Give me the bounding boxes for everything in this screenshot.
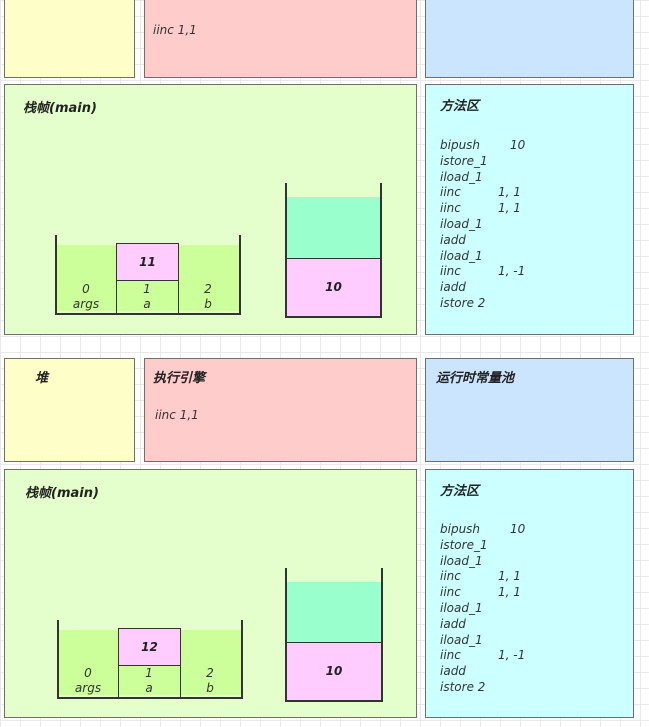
bytecode-line: iadd xyxy=(440,280,466,295)
constant-pool-box-2: 运行时常量池 xyxy=(425,358,634,462)
bytecode-line: istore_1 xyxy=(440,537,488,552)
operand-stack-2: 10 xyxy=(285,568,383,702)
slot-name-b-2: b xyxy=(206,681,214,695)
slot-name-args-2: args xyxy=(74,681,102,695)
bytecode-line: iload_1 xyxy=(440,600,483,615)
slot-a-value-2: 12 xyxy=(141,640,158,654)
operand-stack-value-2: 10 xyxy=(325,664,343,678)
bytecode-line: iload_1 xyxy=(440,632,483,647)
slot-name-args-1: args xyxy=(72,297,100,311)
slot-name-b-1: b xyxy=(204,297,212,311)
execution-engine-box-top: iinc 1,1 xyxy=(144,0,417,78)
slot-index-1-2: 1 xyxy=(145,666,153,680)
constant-pool-box-top xyxy=(425,0,634,78)
slot-name-a-1: a xyxy=(143,297,151,311)
operand-stack-value-1: 10 xyxy=(325,280,342,294)
local-variable-table-2: 12 0 args 1 a 2 b xyxy=(57,620,243,699)
engine-instruction-text-2: iinc 1,1 xyxy=(155,408,199,422)
bytecode-line: istore 2 xyxy=(440,679,486,694)
bytecode-line: iload_1 xyxy=(440,169,483,184)
stack-frame-title-2: 栈帧(main) xyxy=(25,486,99,501)
operand-stack-value-box-2: 10 xyxy=(285,642,383,702)
slot-index-0-1: 0 xyxy=(82,282,90,296)
slot-index-1-1: 1 xyxy=(143,282,151,296)
stack-frame-title-1: 栈帧(main) xyxy=(23,101,97,116)
bytecode-line: iadd xyxy=(440,616,466,631)
local-variable-table-1: 11 0 args 1 a 2 b xyxy=(55,235,241,315)
stack-frame-box-2: 栈帧(main) 12 0 args 1 a 2 b 10 xyxy=(4,469,417,718)
method-area-title-1: 方法区 xyxy=(440,99,480,114)
slot-a-value-1: 11 xyxy=(139,255,156,269)
slot-index-0-2: 0 xyxy=(84,666,92,680)
heap-title-2: 堆 xyxy=(35,371,49,386)
engine-instruction-text: iinc 1,1 xyxy=(153,23,197,37)
slot-name-a-2: a xyxy=(145,681,153,695)
execution-engine-title-2: 执行引擎 xyxy=(153,371,206,386)
operand-stack-value-box-1: 10 xyxy=(285,258,382,318)
bytecode-line: istore 2 xyxy=(440,295,486,310)
heap-box-2: 堆 xyxy=(4,358,135,462)
bytecode-line: iload_1 xyxy=(440,216,483,231)
bytecode-line: iadd xyxy=(440,232,466,247)
constant-pool-title-2: 运行时常量池 xyxy=(436,371,515,386)
heap-box-top xyxy=(4,0,135,78)
stack-frame-box-1: 栈帧(main) 11 0 args 1 a 2 b 10 xyxy=(4,84,417,335)
slot-index-2-1: 2 xyxy=(204,282,212,296)
slot-index-2-2: 2 xyxy=(206,666,214,680)
bytecode-line: iload_1 xyxy=(440,248,483,263)
operand-stack-1: 10 xyxy=(285,183,382,318)
bytecode-line: istore_1 xyxy=(440,153,488,168)
bytecode-line: iadd xyxy=(440,664,466,679)
bytecode-line: iload_1 xyxy=(440,553,483,568)
method-area-title-2: 方法区 xyxy=(440,484,480,499)
execution-engine-box-2: 执行引擎 iinc 1,1 xyxy=(144,358,417,462)
slot-a-value-box-1: 11 xyxy=(116,243,179,281)
slot-a-value-box-2: 12 xyxy=(118,628,181,666)
